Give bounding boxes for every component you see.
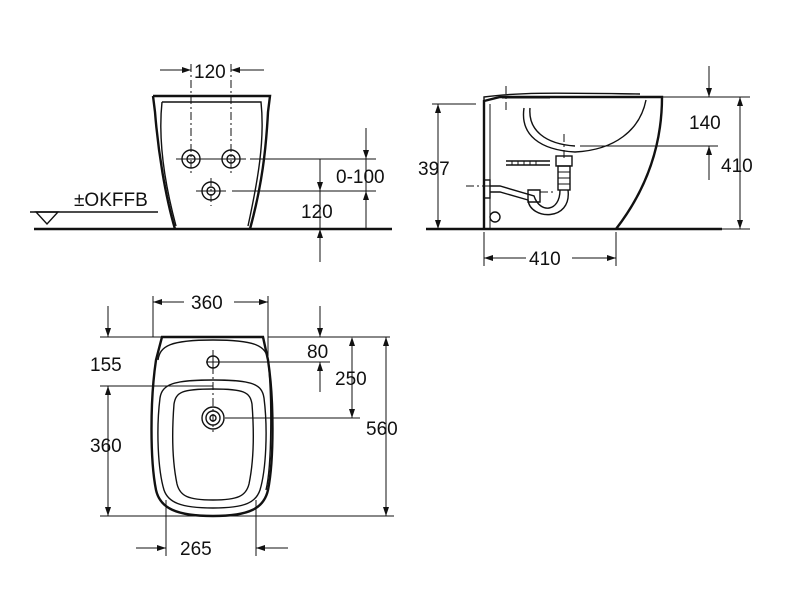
bidet-top-bowl-inner [172, 388, 254, 501]
floor-reference-label: ±OKFFB [74, 190, 148, 211]
side-depth-label: 410 [529, 249, 561, 270]
top-view: 360 155 360 80 250 560 [90, 293, 398, 560]
top-foot-width-label: 265 [180, 539, 212, 560]
top-tap-hole-label: 80 [307, 342, 328, 363]
top-width-label: 360 [191, 293, 223, 314]
side-top-offset-label: 140 [689, 113, 721, 134]
top-front-offset-label: 155 [90, 355, 122, 376]
bidet-side-inner [483, 92, 641, 101]
front-hole-spacing-label: 120 [194, 62, 226, 83]
top-total-length-label: 560 [366, 419, 398, 440]
side-total-height-label: 410 [721, 156, 753, 177]
bidet-side-outline [482, 95, 664, 230]
bowl-curve [522, 99, 647, 153]
side-height-label: 397 [418, 159, 450, 180]
bidet-top-bowl-outer [157, 379, 267, 509]
front-lower-hole-label: 120 [301, 202, 333, 223]
bidet-front-inner [160, 101, 263, 227]
bidet-top-rim [157, 339, 272, 491]
side-view: 397 140 410 410 [418, 66, 753, 270]
front-height-range-label: 0-100 [336, 167, 385, 188]
supply-pipe [506, 160, 550, 166]
top-bowl-length-label: 360 [90, 436, 122, 457]
bidet-front-outline [151, 94, 272, 230]
bidet-top-outline [150, 335, 274, 518]
top-drain-offset-label: 250 [335, 369, 367, 390]
siphon [483, 155, 573, 216]
mounting-hole [489, 211, 501, 223]
front-view: ±OKFFB 120 [30, 62, 392, 262]
floor-level-symbol [30, 211, 158, 226]
